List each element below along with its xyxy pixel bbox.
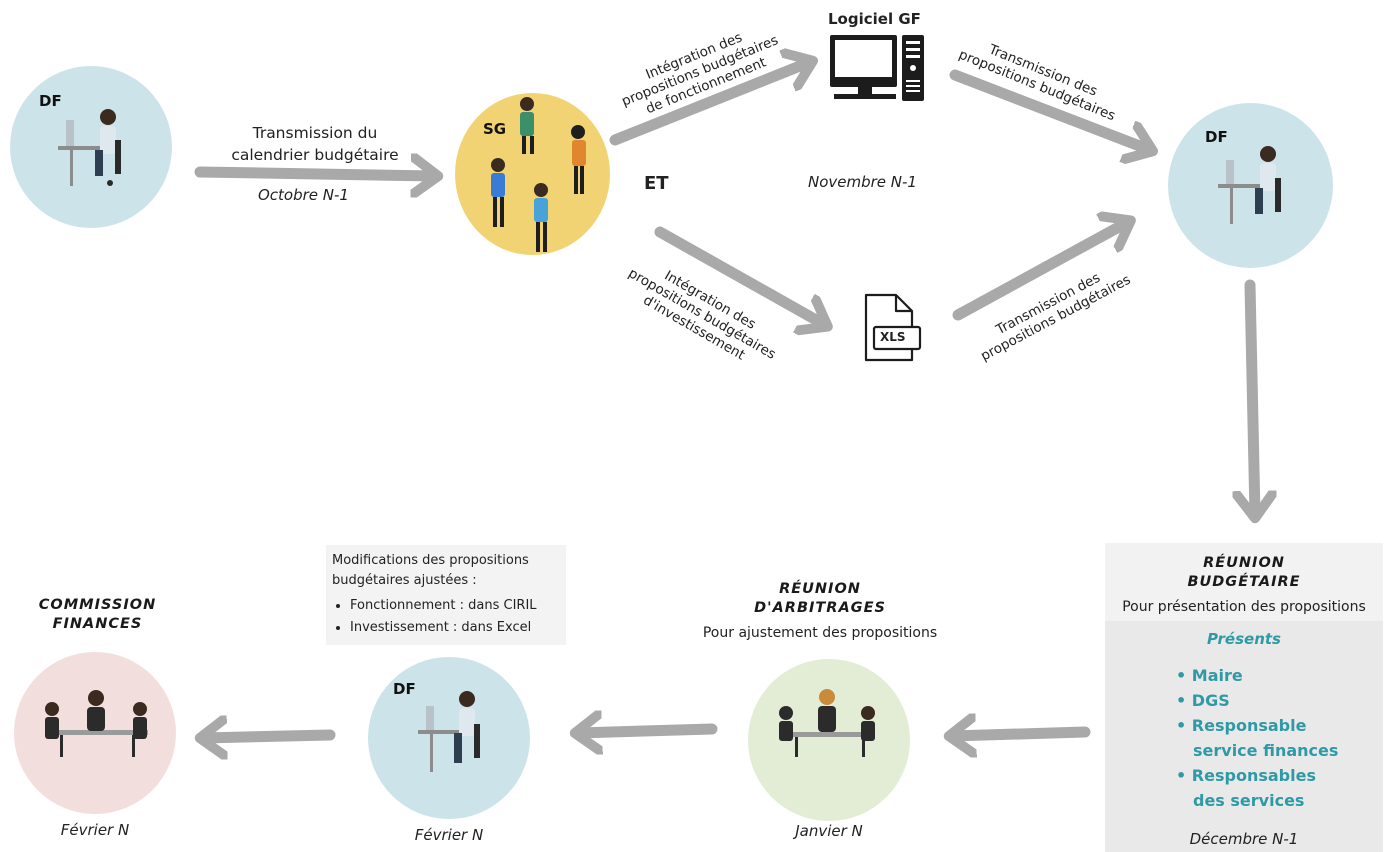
reunion-arbitrages-title-line1: RÉUNION <box>779 581 861 597</box>
attendees-list: • Maire • DGS • Responsable service fina… <box>1176 663 1338 813</box>
reunion-budgetaire-box <box>1105 543 1383 852</box>
attendee-maire-text: Maire <box>1191 666 1243 685</box>
attendee-dgs: • DGS <box>1176 691 1230 710</box>
commission-finances-title-line1: COMMISSION <box>38 597 157 613</box>
reunion-budgetaire-title-line1: RÉUNION <box>1203 555 1285 571</box>
octobre-date: Octobre N-1 <box>258 186 349 204</box>
arrow-sg-to-logiciel <box>609 62 810 146</box>
modifications-list: Fonctionnement : dans CIRIL Investisseme… <box>332 595 537 639</box>
reunion-budgetaire-subtitle: Pour présentation des propositions <box>1122 599 1366 615</box>
reunion-budgetaire-title: RÉUNION BUDGÉTAIRE <box>1105 554 1383 592</box>
xls-file-icon <box>864 293 922 362</box>
arrow-sg-to-xls <box>654 226 825 325</box>
attendee-dgs-text: DGS <box>1191 691 1230 710</box>
et-label: ET <box>644 173 669 194</box>
arrow-logiciel-to-df <box>949 69 1150 150</box>
modifications-item-fonctionnement: Fonctionnement : dans CIRIL <box>350 595 537 617</box>
modifications-title-line1: Modifications des propositions <box>332 553 529 568</box>
decembre-date: Décembre N-1 <box>1189 830 1299 848</box>
reunion-arbitrages-title: RÉUNION D'ARBITRAGES <box>720 580 920 618</box>
arrow-xls-to-df <box>952 222 1128 321</box>
arrow-df-to-sg <box>194 172 435 176</box>
reunion-arbitrages-subtitle: Pour ajustement des propositions <box>702 625 938 641</box>
df-start-person-icon <box>58 109 121 186</box>
transmission-calendrier-label: Transmission du calendrier budgétaire <box>212 122 418 166</box>
arrow-df-to-reunion <box>1250 279 1255 515</box>
df-bottom-label: DF <box>393 680 416 698</box>
attendee-responsables-services-line2: des services <box>1193 791 1305 810</box>
reunion-budgetaire-header <box>1105 543 1383 621</box>
attendee-responsables-services-line1: Responsables <box>1191 766 1316 785</box>
transmission-calendrier-line1: Transmission du <box>252 124 378 142</box>
fevrier-date-df: Février N <box>414 826 484 844</box>
novembre-date: Novembre N-1 <box>808 173 917 191</box>
commission-finances-title: COMMISSION FINANCES <box>20 596 175 634</box>
df-right-label: DF <box>1205 128 1228 146</box>
attendee-responsable-finances-line2: service finances <box>1193 741 1339 760</box>
attendee-responsables-services: • Responsables <box>1176 766 1316 785</box>
commission-meeting-icon <box>45 690 148 757</box>
janvier-date: Janvier N <box>795 822 863 840</box>
commission-finances-title-line2: FINANCES <box>52 616 143 632</box>
attendee-maire: • Maire <box>1176 666 1243 685</box>
df-right-person-icon <box>1218 146 1281 224</box>
xls-label: XLS <box>880 330 906 344</box>
presents-label: Présents <box>1207 630 1281 648</box>
reunion-arbitrages-title-line2: D'ARBITRAGES <box>754 600 886 616</box>
sg-label: SG <box>483 120 507 138</box>
modifications-title-line2: budgétaires ajustées : <box>332 573 477 588</box>
reunion-budgetaire-title-line2: BUDGÉTAIRE <box>1187 574 1301 590</box>
modifications-item-investissement: Investissement : dans Excel <box>350 617 537 639</box>
transmission-calendrier-line2: calendrier budgétaire <box>231 146 399 164</box>
df-bottom-person-icon <box>418 691 480 772</box>
arrow-df-to-commission <box>203 735 336 738</box>
df-start-label: DF <box>39 92 62 110</box>
attendee-responsable-finances: • Responsable <box>1176 716 1307 735</box>
sg-group-people-icon <box>491 97 586 252</box>
df-bottom-circle <box>368 657 530 819</box>
computer-icon <box>830 35 924 101</box>
arbitrages-meeting-icon <box>779 689 875 757</box>
arbitrages-circle <box>748 659 910 821</box>
attendee-responsable-finances-line1: Responsable <box>1191 716 1307 735</box>
arrow-reunion-to-arbitrages <box>952 732 1091 736</box>
modifications-note: Modifications des propositions budgétair… <box>326 545 566 645</box>
logiciel-label: Logiciel GF <box>828 10 921 28</box>
modifications-title: Modifications des propositions budgétair… <box>332 551 529 591</box>
arrow-arbitrages-to-df <box>578 729 718 733</box>
fevrier-date-commission: Février N <box>60 821 130 839</box>
